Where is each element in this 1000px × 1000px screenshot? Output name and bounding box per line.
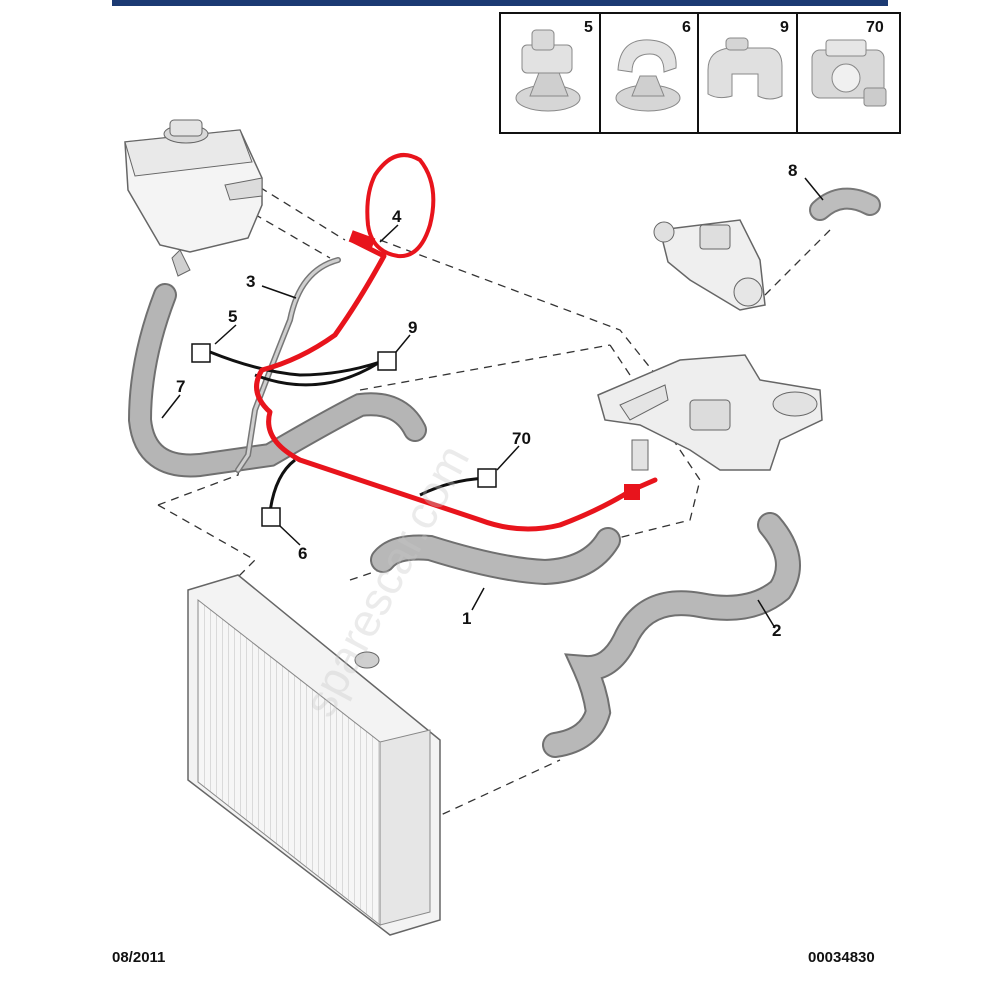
hose-1 bbox=[370, 527, 621, 586]
expansion-tank bbox=[124, 119, 263, 277]
callout-2: 2 bbox=[772, 621, 781, 640]
radiator bbox=[187, 574, 441, 936]
clip-5-icon bbox=[515, 29, 581, 112]
clip-legend-number: 9 bbox=[780, 19, 789, 36]
hose-7 bbox=[127, 283, 427, 478]
highlighted-hose-4 bbox=[254, 230, 658, 532]
clip-box-70 bbox=[477, 468, 497, 488]
clip-box-5 bbox=[191, 343, 211, 363]
callout-6: 6 bbox=[298, 544, 307, 563]
callout-4: 4 bbox=[392, 207, 402, 226]
clip-legend-panel: 5 6 9 70 bbox=[499, 12, 901, 134]
header-bar bbox=[112, 0, 888, 6]
clip-9-icon bbox=[707, 37, 783, 100]
hose-8 bbox=[809, 187, 881, 221]
callout-leaders bbox=[161, 177, 824, 629]
water-outlet-housing bbox=[653, 219, 766, 311]
callout-70: 70 bbox=[512, 429, 531, 448]
clip-6-icon bbox=[615, 39, 681, 112]
callout-7: 7 bbox=[176, 377, 185, 396]
callout-1: 1 bbox=[462, 609, 471, 628]
footer-reference-code: 00034830 bbox=[808, 949, 875, 966]
hose-2 bbox=[542, 512, 801, 758]
highlight-circle bbox=[365, 153, 436, 259]
watermark-text: sparescar.com bbox=[293, 436, 479, 725]
callout-3: 3 bbox=[246, 272, 255, 291]
callout-9: 9 bbox=[408, 318, 417, 337]
clip-legend-number: 6 bbox=[682, 19, 691, 36]
clip-box-6 bbox=[261, 507, 281, 527]
callout-8: 8 bbox=[788, 161, 797, 180]
thermostat-housing bbox=[597, 354, 823, 471]
clip-legend-number: 70 bbox=[866, 19, 884, 36]
callout-5: 5 bbox=[228, 307, 237, 326]
clip-70-icon bbox=[811, 39, 887, 107]
clip-box-9 bbox=[377, 351, 397, 371]
clip-legend-number: 5 bbox=[584, 19, 593, 36]
footer-date-code: 08/2011 bbox=[112, 949, 165, 966]
assembly-dashed-lines bbox=[157, 179, 831, 821]
